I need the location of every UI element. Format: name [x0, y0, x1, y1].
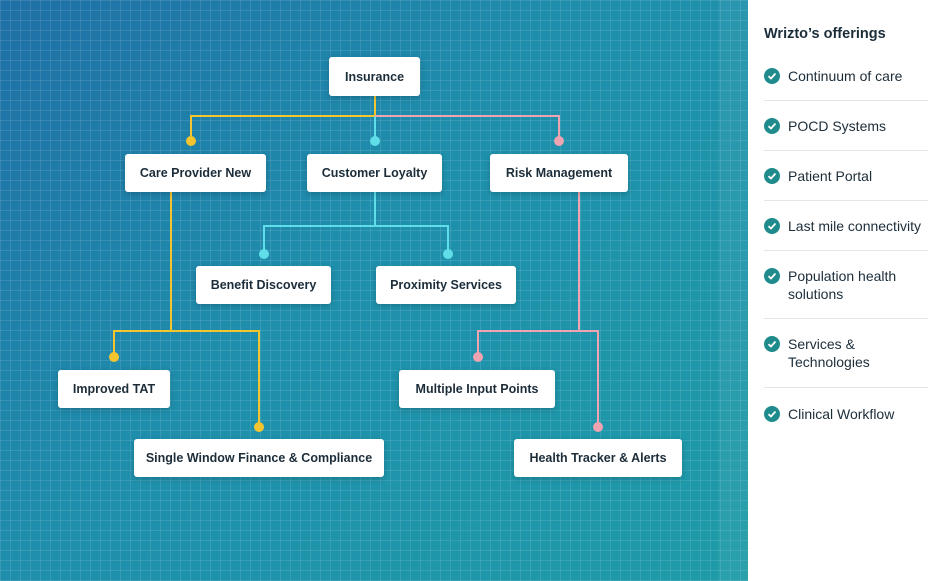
check-circle-icon	[764, 406, 780, 422]
node-multiple-input-points: Multiple Input Points	[399, 370, 555, 408]
offering-label: Services & Technologies	[788, 336, 870, 370]
connector-dot	[254, 422, 264, 432]
offering-item: Patient Portal	[764, 168, 928, 201]
node-risk-management: Risk Management	[490, 154, 628, 192]
check-circle-icon	[764, 218, 780, 234]
offering-item: Last mile connectivity	[764, 218, 928, 251]
connector-dot	[259, 249, 269, 259]
offering-item: Continuum of care	[764, 68, 928, 101]
connector-dot	[554, 136, 564, 146]
offering-label: Population health solutions	[788, 268, 897, 302]
offerings-diagram: Insurance Care Provider New Customer Loy…	[0, 0, 748, 581]
check-circle-icon	[764, 68, 780, 84]
node-improved-tat: Improved TAT	[58, 370, 170, 408]
connector-dot	[186, 136, 196, 146]
offering-label: Continuum of care	[788, 68, 903, 84]
connector-dot	[593, 422, 603, 432]
node-customer-loyalty: Customer Loyalty	[307, 154, 442, 192]
check-circle-icon	[764, 268, 780, 284]
connector-insurance-risk-management	[375, 115, 560, 141]
connector-insurance-care-provider	[190, 96, 376, 141]
offering-label: Clinical Workflow	[788, 406, 895, 422]
node-health-tracker-alerts: Health Tracker & Alerts	[514, 439, 682, 477]
connector-dot	[109, 352, 119, 362]
check-circle-icon	[764, 118, 780, 134]
offering-label: POCD Systems	[788, 118, 887, 134]
offering-item: POCD Systems	[764, 118, 928, 151]
connector-customer-loyalty-children	[263, 192, 449, 253]
connector-care-provider-children	[113, 192, 260, 426]
connector-dot	[370, 136, 380, 146]
offering-item: Clinical Workflow	[764, 406, 928, 436]
offering-item: Population health solutions	[764, 268, 928, 319]
offering-item: Services & Technologies	[764, 336, 928, 388]
offering-label: Patient Portal	[788, 168, 873, 184]
connector-dot	[473, 352, 483, 362]
connector-lines	[109, 96, 603, 432]
node-insurance: Insurance	[329, 57, 420, 96]
sidebar-title: Wrizto’s offerings	[764, 26, 886, 42]
check-circle-icon	[764, 168, 780, 184]
connector-dot	[443, 249, 453, 259]
offering-label: Last mile connectivity	[788, 218, 922, 234]
offerings-sidebar: Wrizto’s offerings Continuum of care POC…	[748, 0, 944, 581]
node-care-provider-new: Care Provider New	[125, 154, 266, 192]
node-benefit-discovery: Benefit Discovery	[196, 266, 331, 304]
connector-risk-management-children	[477, 192, 599, 426]
node-proximity-services: Proximity Services	[376, 266, 516, 304]
check-circle-icon	[764, 336, 780, 352]
node-single-window-finance: Single Window Finance & Compliance	[134, 439, 384, 477]
